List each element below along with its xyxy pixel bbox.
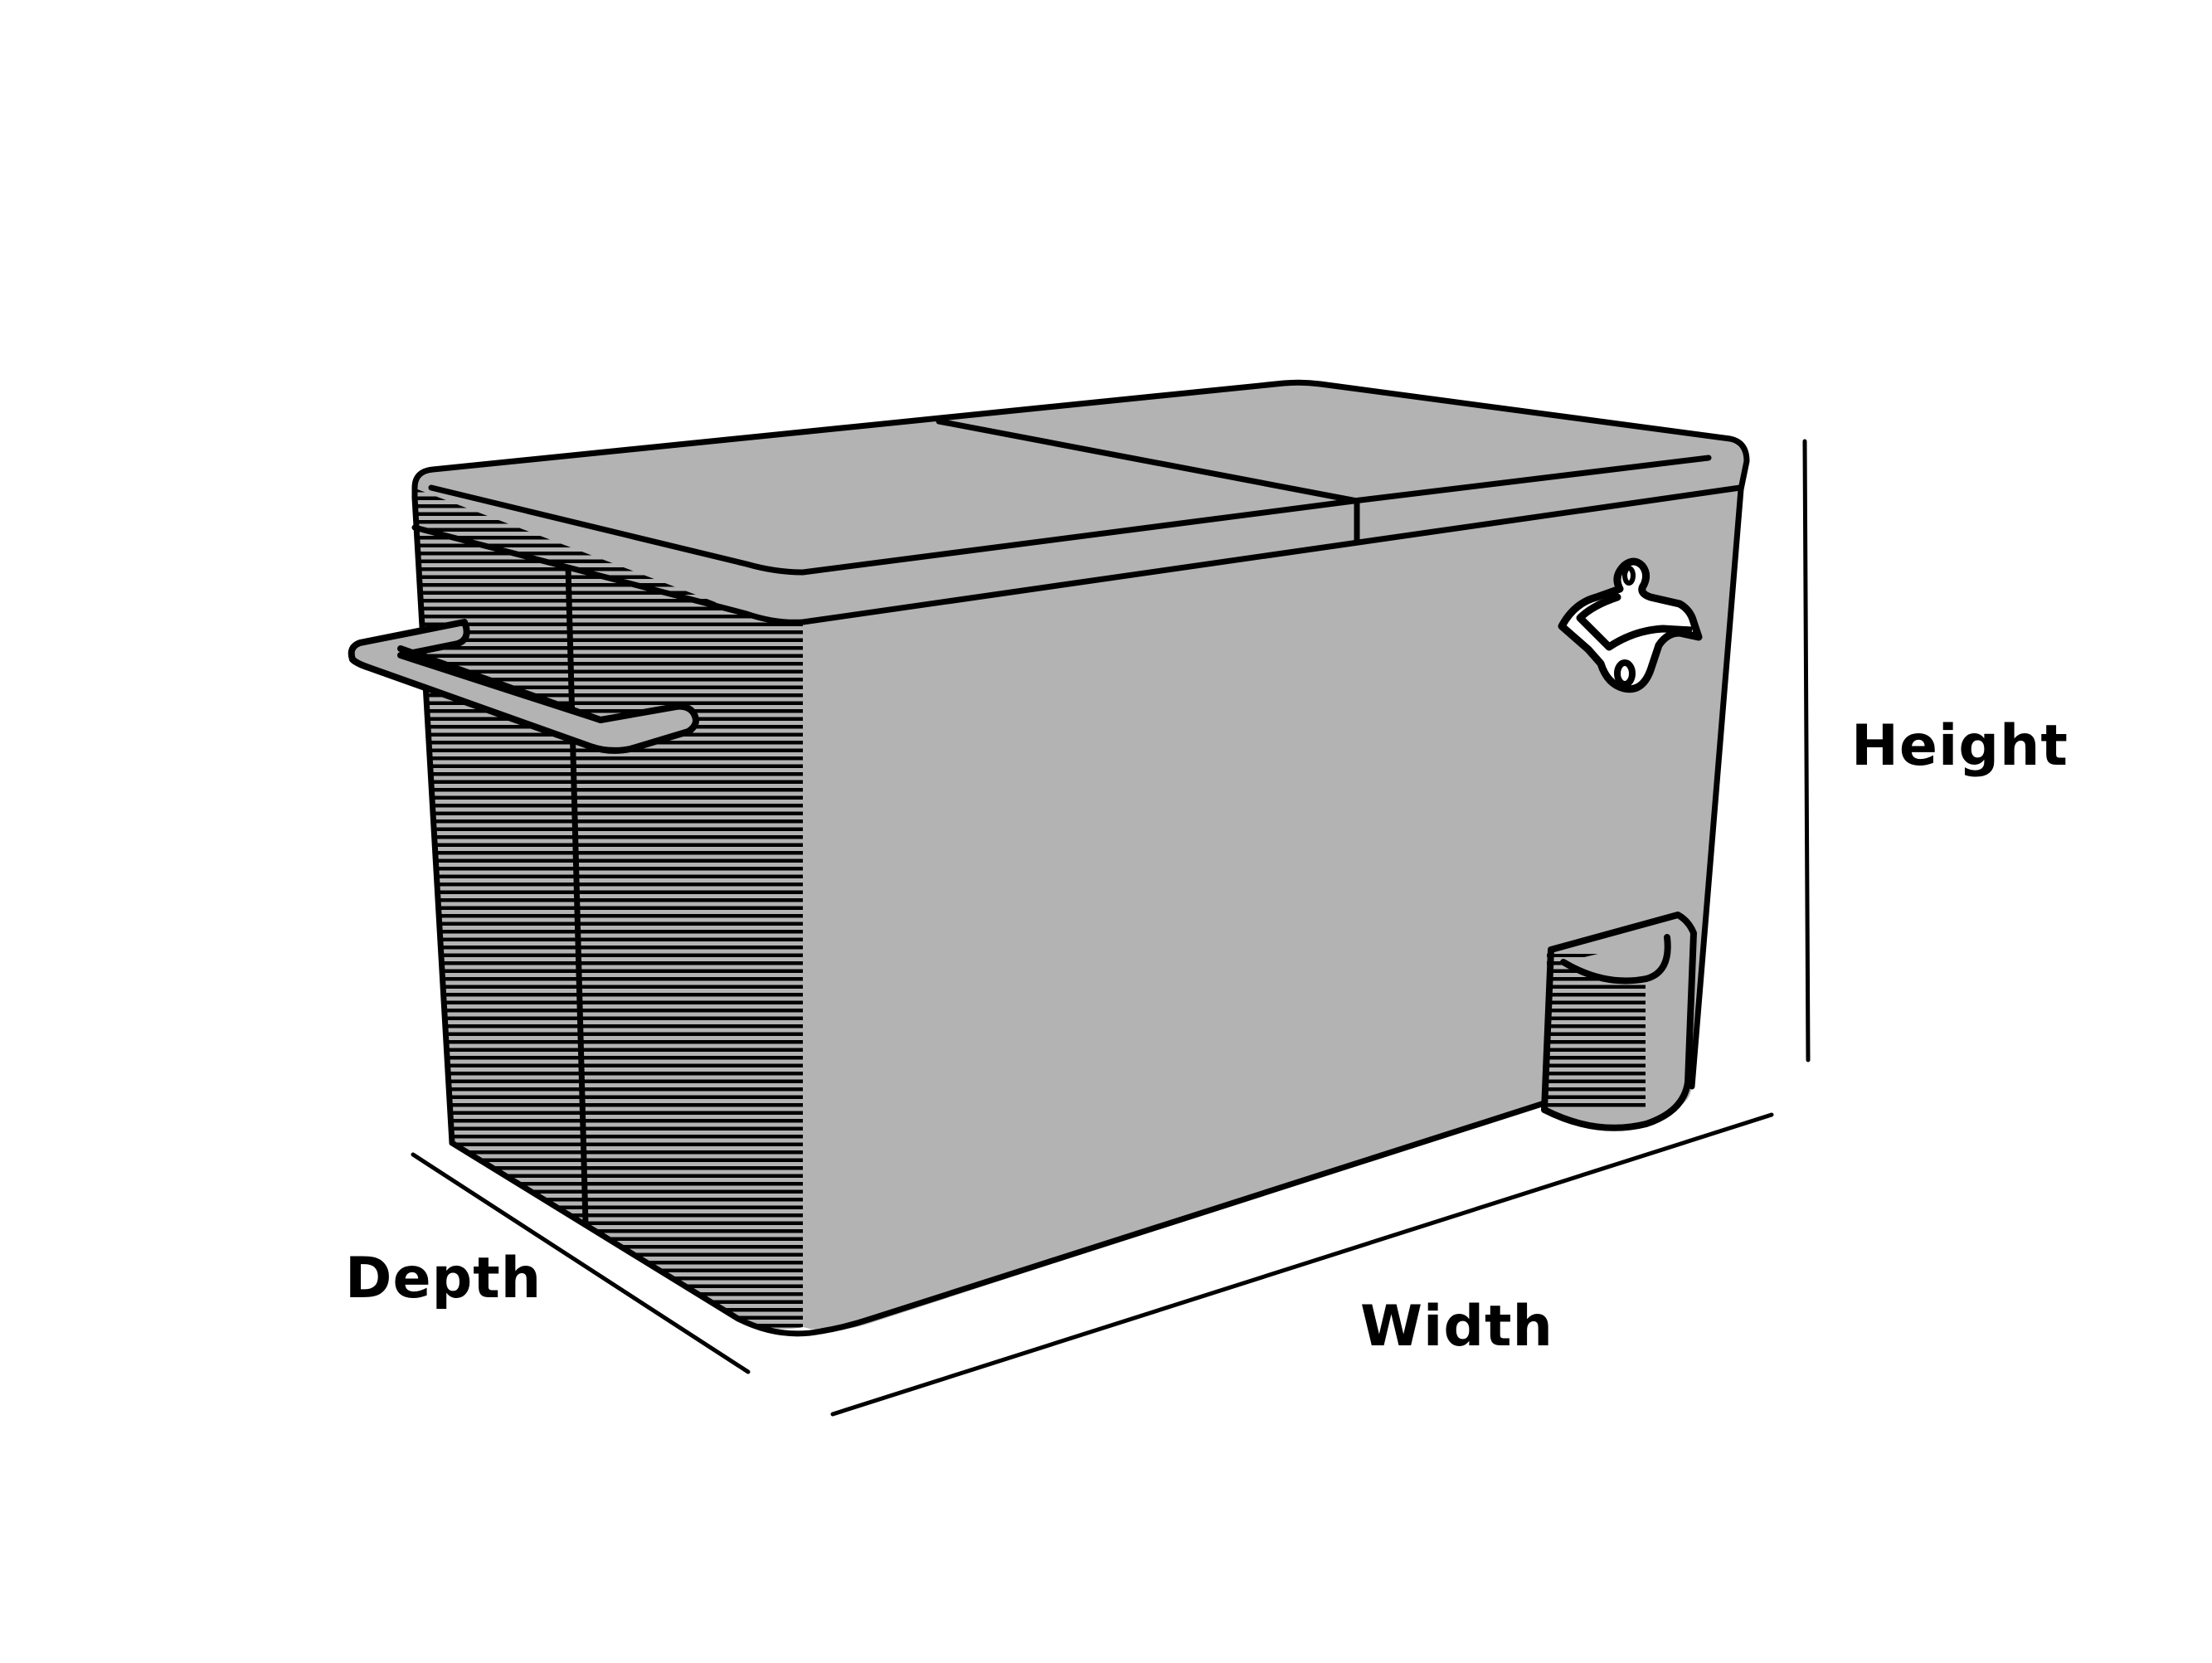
height-dimension-line xyxy=(1802,439,1811,1062)
depth-label: Depth xyxy=(345,1246,542,1311)
front-panel xyxy=(803,488,1740,1330)
wheel-housing xyxy=(1541,912,1697,1131)
height-label: Height xyxy=(1851,713,2069,779)
side-handle[interactable] xyxy=(348,619,699,754)
depth-dimension-line xyxy=(411,1152,751,1374)
width-dimension-line xyxy=(830,1112,1774,1417)
bottle-opener-icon xyxy=(1558,557,1703,693)
side-panel xyxy=(413,469,803,1330)
outline xyxy=(411,379,1750,1337)
width-label: Width xyxy=(1360,1294,1553,1359)
